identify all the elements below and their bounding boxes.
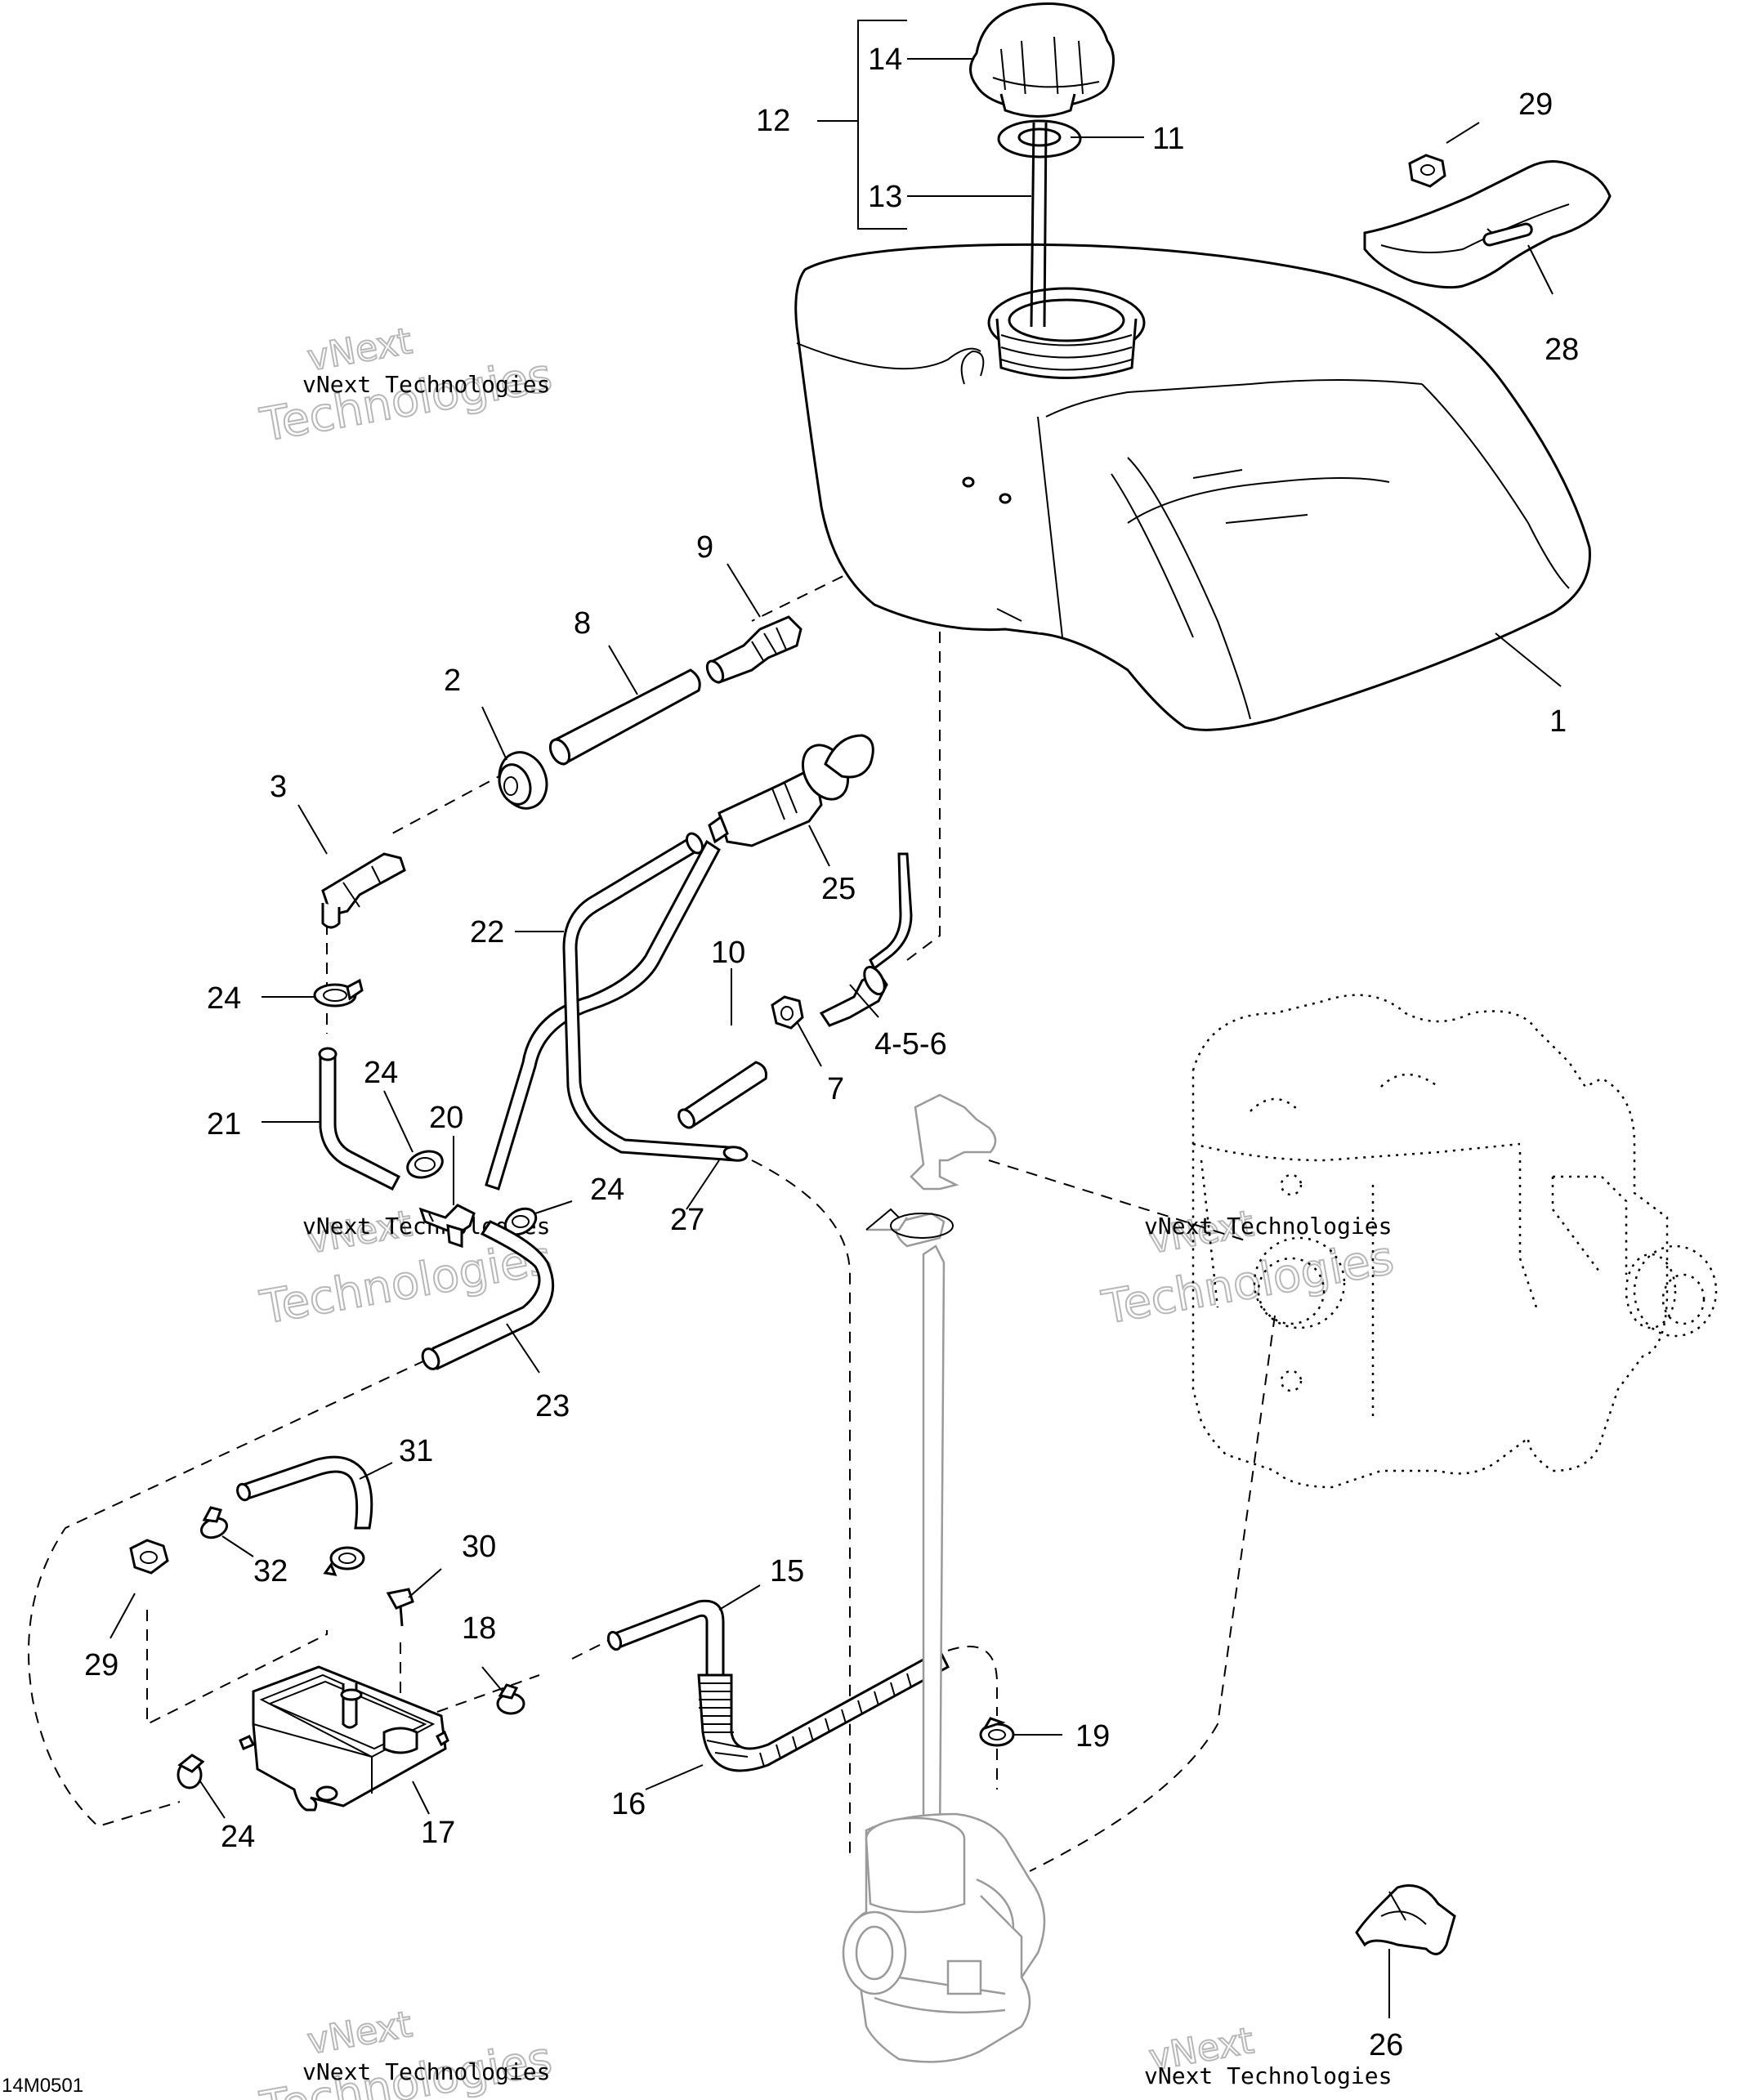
callout-17: 17 (421, 1816, 455, 1850)
fuel-pump (239, 1665, 449, 1812)
clip (1355, 1884, 1456, 1955)
watermark-line1: vNext Technologies (1144, 1213, 1392, 1240)
outlet-fitting (819, 852, 913, 1027)
vent-tube (548, 668, 701, 766)
watermark: vNext Technologies (1098, 1202, 1399, 1336)
fuel-tank (794, 243, 1591, 731)
assembly-lines (28, 494, 1276, 1872)
grommet (498, 751, 548, 810)
callout-32: 32 (253, 1554, 288, 1588)
primer-pump (708, 734, 874, 847)
leader-lines (110, 20, 1562, 2018)
clamp (200, 1506, 228, 1539)
t-connector (418, 1204, 476, 1249)
callout-2: 2 (444, 664, 461, 698)
callout-30: 30 (462, 1530, 496, 1564)
watermark-line1: vNext Technologies (1144, 2062, 1392, 2089)
callout-25: 25 (821, 872, 856, 906)
drawing-code: 14M0501 (2, 2075, 83, 2097)
callout-24-c: 24 (590, 1173, 624, 1207)
nut-tank-bracket (1408, 154, 1446, 188)
callout-13: 13 (868, 180, 902, 214)
tank-bracket (1363, 160, 1612, 289)
watermark-line2: vNext (304, 2004, 414, 2063)
callout-31: 31 (399, 1434, 433, 1468)
engine-outline (1191, 994, 1718, 1489)
callout-21: 21 (207, 1107, 241, 1142)
spring-guard (697, 1648, 950, 1772)
callout-24-d: 24 (221, 1820, 255, 1854)
watermark-line1: vNext Technologies (302, 371, 550, 398)
pump-nut (129, 1539, 169, 1575)
callout-26: 26 (1369, 2028, 1403, 2062)
watermark-line3: Technologies (257, 349, 557, 453)
callout-1: 1 (1549, 704, 1567, 739)
primer-line-a (485, 839, 721, 1191)
pulse-hose (236, 1455, 373, 1530)
fuel-gauge-rod (1030, 122, 1048, 328)
clamp (496, 1683, 525, 1715)
callout-11: 11 (1152, 122, 1184, 156)
cap-gasket (997, 119, 1082, 159)
carburetor (842, 1093, 1046, 2063)
callout-14: 14 (868, 42, 902, 77)
callout-19: 19 (1075, 1719, 1110, 1754)
callout-10: 10 (711, 936, 745, 970)
clamp (177, 1754, 205, 1789)
callout-8: 8 (574, 606, 591, 641)
pump-screw (386, 1588, 414, 1627)
callout-27: 27 (670, 1203, 704, 1237)
callout-18: 18 (462, 1611, 496, 1646)
short-tube (677, 1061, 767, 1129)
callout-28: 28 (1545, 333, 1579, 367)
callout-15: 15 (770, 1554, 804, 1588)
clamp (979, 1717, 1015, 1747)
callout-23: 23 (535, 1389, 570, 1423)
callout-3: 3 (270, 770, 287, 804)
clamp (323, 1546, 365, 1576)
callout-29-upper: 29 (1518, 87, 1553, 122)
elbow-fitting (321, 852, 406, 929)
fuel-hose-carb (606, 1599, 725, 1677)
callout-9: 9 (696, 530, 713, 565)
fitting-nut (771, 995, 804, 1030)
clamp (406, 1150, 444, 1179)
watermark: vNext Technologies (256, 1202, 557, 1336)
check-valve (705, 615, 802, 684)
fuel-hose-lower (421, 1220, 555, 1370)
watermark-line1: vNext Technologies (302, 2058, 550, 2085)
fuel-hose-upper (318, 1047, 401, 1191)
callout-22: 22 (470, 915, 504, 949)
callout-24-b: 24 (364, 1056, 398, 1090)
callout-29-lower: 29 (84, 1648, 118, 1682)
callout-12: 12 (756, 104, 790, 138)
clamp (313, 978, 364, 1008)
callout-4-5-6: 4-5-6 (874, 1027, 947, 1061)
callout-24-a: 24 (207, 981, 241, 1016)
watermark-line3: Technologies (1098, 1231, 1398, 1335)
filler-cap (969, 2, 1115, 118)
callout-16: 16 (611, 1787, 646, 1821)
callout-labels: 14 12 11 13 29 28 1 9 8 2 3 25 22 10 4-5… (84, 42, 1579, 2062)
primer-line-b (562, 832, 749, 1162)
callout-7: 7 (827, 1072, 844, 1106)
callout-20: 20 (429, 1101, 463, 1135)
